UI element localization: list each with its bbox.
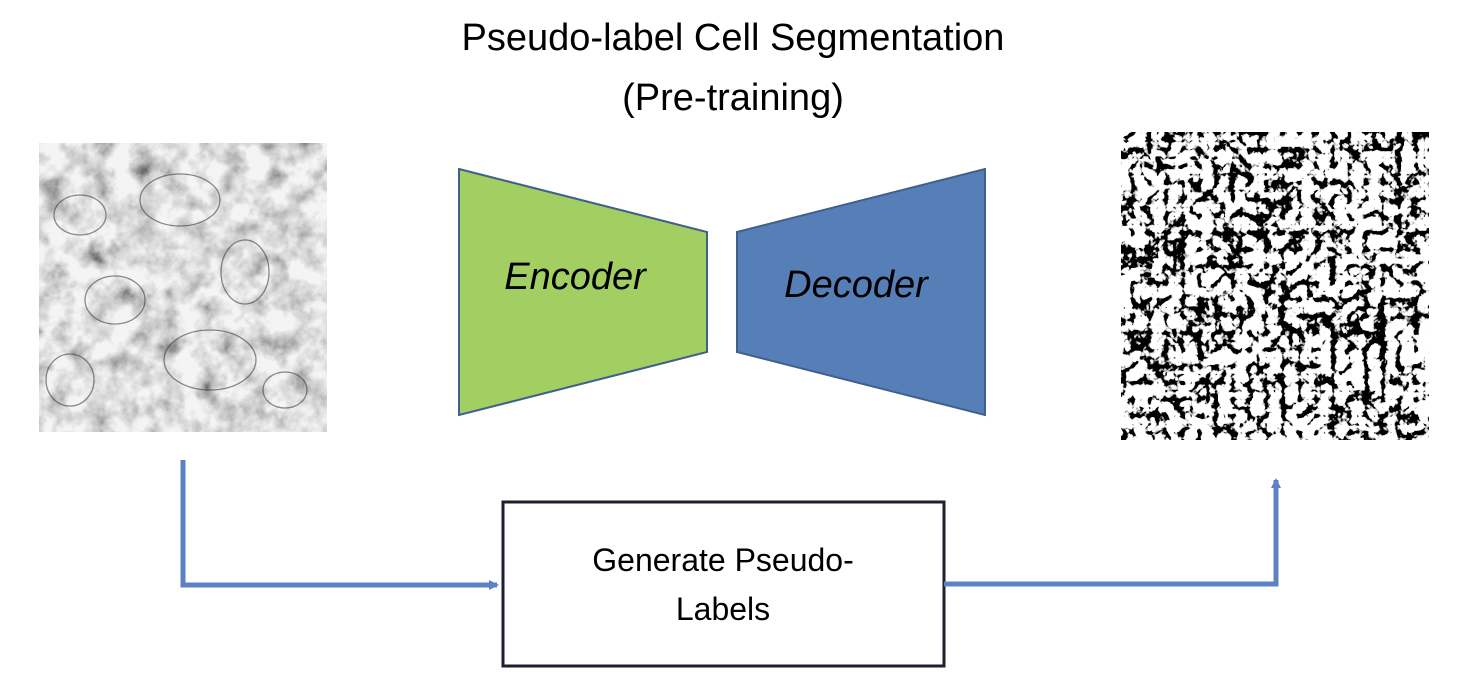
output-image bbox=[1121, 132, 1429, 440]
encoder-block: Encoder bbox=[458, 167, 708, 417]
process-box-line-2: Labels bbox=[676, 591, 770, 627]
input-to-pseudo-label-arrow bbox=[180, 460, 499, 590]
diagram-subtitle: (Pre-training) bbox=[622, 77, 844, 119]
decoder-label: Decoder bbox=[784, 264, 929, 306]
decoder-block: Decoder bbox=[736, 167, 986, 417]
diagram-title: Pseudo-label Cell Segmentation bbox=[461, 17, 1005, 59]
pseudo-label-to-output-arrow bbox=[944, 478, 1281, 587]
process-box-line-1: Generate Pseudo- bbox=[592, 542, 854, 578]
encoder-label: Encoder bbox=[504, 256, 647, 298]
input-image bbox=[39, 143, 327, 432]
generate-pseudo-labels-box: Generate Pseudo- Labels bbox=[501, 500, 946, 668]
